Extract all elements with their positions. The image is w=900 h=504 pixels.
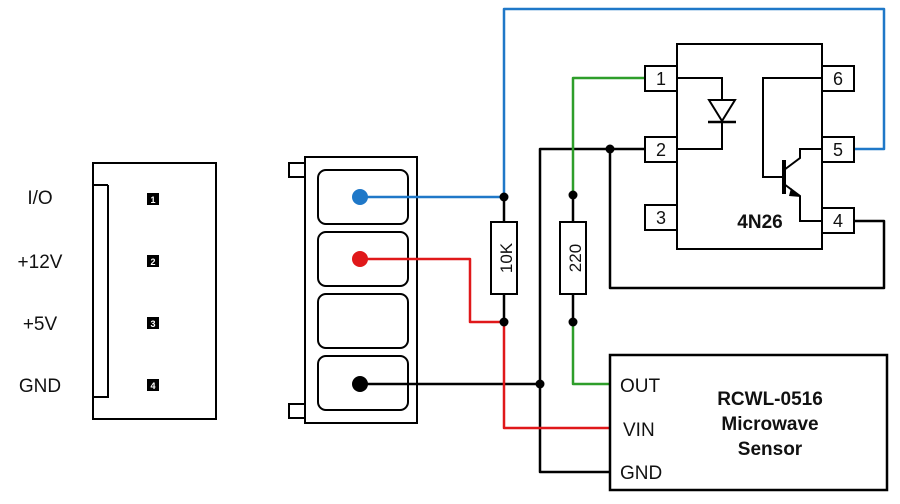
wire-gnd-pin4 [608,147,886,290]
opto-pin-5-number: 5 [833,140,843,160]
opto-pin-6-number: 6 [833,69,843,89]
led-icon [677,77,737,150]
wire-io-pin5 [502,7,886,199]
header-pin-4-number: 4 [150,381,155,391]
optocoupler-4n26: 1 2 3 4 5 6 4N26 [644,43,855,250]
wire-signal-pin1 [571,76,647,197]
opto-pin-3-number: 3 [656,208,666,228]
wire-12v [358,257,506,324]
resistor-220: 220 [559,195,587,322]
phototransistor-icon [762,77,822,222]
resistor-10k: 10K [490,197,518,322]
opto-pin-2 [644,136,678,163]
sensor-title-line-3: Sensor [738,439,803,460]
header-pin-2 [147,255,159,267]
sensor-pin-out: OUT [620,376,661,397]
opto-pin-6 [821,65,855,92]
header-connector: I/O +12V +5V GND 1 2 3 4 [18,162,217,420]
header-body [92,162,217,420]
opto-pin-1 [644,65,678,92]
opto-pin-4 [821,207,855,234]
label-12v: +12V [18,252,63,273]
sensor-pin-gnd: GND [620,463,662,484]
label-gnd: GND [19,376,61,397]
header-pin-1-number: 1 [150,195,155,205]
plug-contact-12v [352,251,368,267]
junctions [499,144,615,389]
label-io: I/O [27,188,52,209]
header-latch [94,184,109,398]
plug-contact-io [352,189,368,205]
header-pin-2-number: 2 [150,257,155,267]
sensor-title-line-2: Microwave [721,414,818,435]
opto-pin-3 [644,204,678,231]
optocoupler-name: 4N26 [737,212,782,233]
plug-slot-3 [317,293,409,349]
header-pin-4 [147,379,159,391]
opto-pin-4-number: 4 [833,211,843,231]
header-pin-3-number: 3 [150,319,155,329]
sensor-title-line-1: RCWL-0516 [717,389,823,410]
sensor-body [608,353,889,492]
opto-pin-1-number: 1 [656,69,666,89]
resistor-10k-label: 10K [497,242,516,273]
rcwl-0516-sensor: OUT VIN GND RCWL-0516 Microwave Sensor [608,353,889,492]
wire-12v-vin [502,320,612,430]
header-pin-3 [147,317,159,329]
label-5v: +5V [23,314,58,335]
wire-gnd-pin2 [538,147,647,386]
opto-pin-2-number: 2 [656,140,666,160]
wire-signal-out [571,320,612,386]
sensor-pin-vin: VIN [623,420,655,441]
plug-contact-gnd [352,376,368,392]
header-pin-1 [147,193,159,205]
resistor-220-label: 220 [566,244,585,272]
